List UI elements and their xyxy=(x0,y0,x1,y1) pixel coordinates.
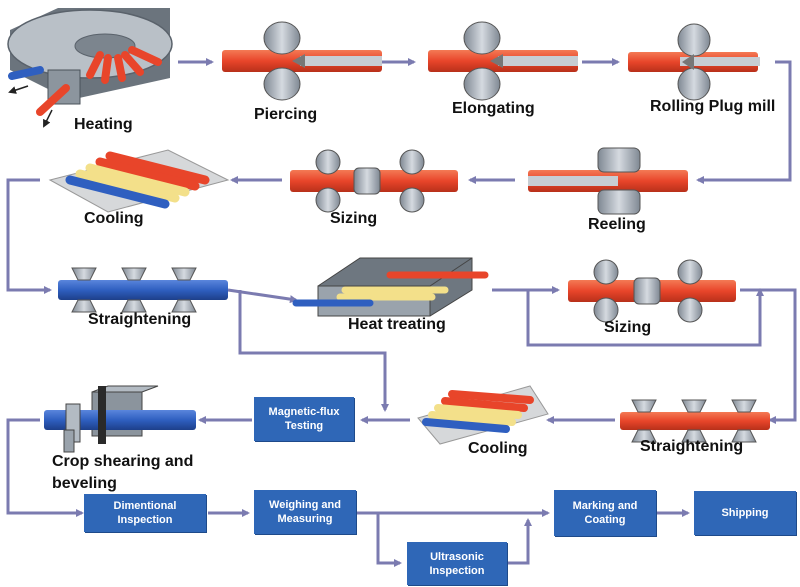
label-straightening-1: Straightening xyxy=(88,311,192,328)
arrow-crop-dimensional xyxy=(6,418,84,517)
label-sizing-2: Sizing xyxy=(604,319,652,336)
crop-shearing-illustration xyxy=(44,385,196,453)
sizing-1-illustration xyxy=(290,149,458,213)
arrow-ultrasonic-marking xyxy=(508,518,532,565)
box-dimensional-inspection: Dimentional Inspection xyxy=(84,494,206,532)
arrow-cooling-straightening xyxy=(6,178,52,294)
arrow-sizing-straightening2 xyxy=(740,288,797,424)
rolling-plug-mill-illustration xyxy=(628,23,760,101)
label-heating: Heating xyxy=(74,116,133,133)
arrow-straightening-heattreat xyxy=(227,288,298,304)
piercing-illustration xyxy=(222,21,382,101)
arrow-heattreat-loop xyxy=(526,288,764,347)
straightening-1-illustration xyxy=(58,267,228,313)
reeling-illustration xyxy=(528,147,688,215)
label-heat-treating: Heat treating xyxy=(348,316,446,333)
sizing-2-illustration xyxy=(568,259,736,323)
label-piercing: Piercing xyxy=(254,106,318,123)
box-weighing-measuring: Weighing and Measuring xyxy=(254,490,356,534)
label-rolling-plug-mill: Rolling Plug mill xyxy=(650,98,776,115)
heating-furnace-illustration xyxy=(7,8,173,128)
label-cooling-1: Cooling xyxy=(84,210,144,227)
straightening-2-illustration xyxy=(620,399,770,443)
box-shipping: Shipping xyxy=(694,491,796,535)
label-reeling: Reeling xyxy=(588,216,646,233)
heat-treating-illustration xyxy=(292,257,489,317)
box-magnetic-flux-testing: Magnetic-flux Testing xyxy=(254,397,354,441)
box-marking-coating: Marking and Coating xyxy=(554,490,656,536)
label-cooling-2: Cooling xyxy=(468,440,528,457)
label-straightening-2: Straightening xyxy=(640,438,744,455)
label-crop-shearing-line1: Crop shearing and xyxy=(52,453,194,470)
label-sizing-1: Sizing xyxy=(330,210,378,227)
cooling-2-illustration xyxy=(417,385,549,445)
flow-arrows xyxy=(6,58,797,567)
arrow-straight-branch-mag xyxy=(238,290,389,412)
arrow-rolling-reeling xyxy=(696,60,792,184)
elongating-illustration xyxy=(428,21,578,101)
label-elongating: Elongating xyxy=(452,100,535,117)
cooling-1-illustration xyxy=(48,149,230,213)
label-crop-shearing-line2: beveling xyxy=(52,475,117,492)
arrow-weighing-ultrasonic xyxy=(376,513,402,567)
box-ultrasonic-inspection: Ultrasonic Inspection xyxy=(407,542,507,585)
